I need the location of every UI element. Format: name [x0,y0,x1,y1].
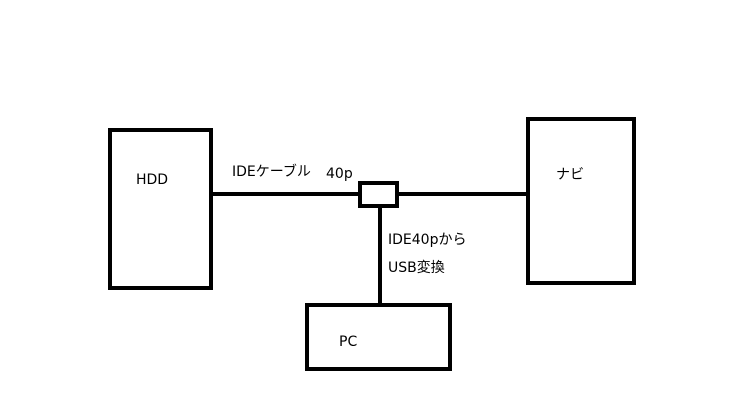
hdd-box [108,128,213,290]
pins-label: 40p [326,166,353,182]
pc-label: PC [339,334,358,350]
connector-box [358,181,399,208]
adapter-label-line1: IDE40pから [388,232,467,248]
cable-label: IDEケーブル [232,164,311,180]
navi-box [526,117,636,285]
navi-label: ナビ [556,167,584,183]
hdd-label: HDD [136,172,169,188]
adapter-label-line2: USB変換 [388,260,445,276]
